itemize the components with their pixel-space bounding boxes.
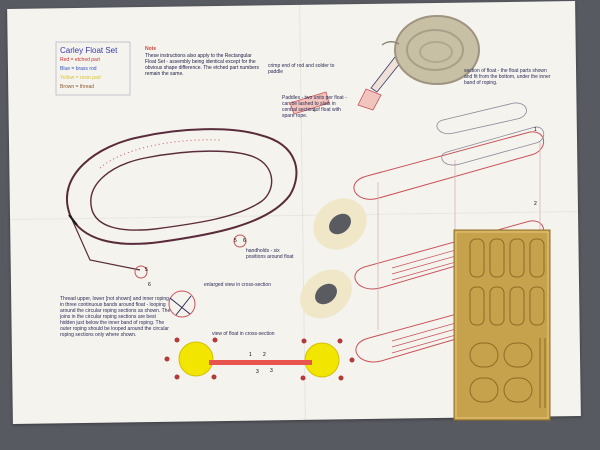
pointer-arrow: [68, 214, 78, 226]
part-number: 4: [313, 108, 316, 114]
resin-hole-bottom: [315, 283, 337, 305]
part-number: 6: [243, 238, 246, 244]
exploded-top: [353, 131, 545, 200]
thread-ring: [419, 41, 453, 63]
cross-dot: [300, 375, 306, 381]
detail-circle-left: [134, 265, 148, 279]
part-number: 1: [249, 352, 252, 358]
part-number: 3: [256, 369, 259, 375]
note-body: These instructions also apply to the Rec…: [145, 53, 260, 77]
part-number: 2: [534, 201, 537, 207]
float-rope: [69, 214, 141, 271]
cross-section-bar: [209, 360, 312, 365]
cross-dot: [349, 357, 355, 363]
paddles-note: Paddles - two units per float - can be l…: [282, 95, 347, 119]
float-outline: [66, 128, 298, 245]
part-number: 5: [145, 267, 148, 273]
float-part-upper: [441, 126, 545, 166]
rod-holder: [357, 88, 382, 111]
brass-fret: [453, 229, 551, 421]
thread-instructions: Thread upper, lower [not shown] and inne…: [60, 296, 171, 338]
legend-yellow: Yellow = resin part: [60, 75, 101, 81]
float-part-top: [436, 102, 527, 135]
detail-circle-right: [233, 234, 247, 248]
thread-coil: [381, 15, 480, 85]
legend-red: Red = etched part: [60, 57, 100, 63]
cross-dot: [337, 338, 343, 344]
float-inner: [90, 150, 273, 231]
part-number: 3: [270, 368, 273, 374]
thread-end: [381, 41, 400, 46]
part-number: 1: [534, 127, 537, 133]
cross-dot: [212, 337, 218, 343]
enlarged-cross: [169, 295, 192, 316]
part-number: 6: [148, 282, 151, 288]
cross-dot: [301, 338, 307, 344]
cross-dot: [338, 375, 344, 381]
handholds-note: handholds - six positions around float: [246, 248, 294, 260]
cross-dot: [174, 374, 180, 380]
cross-dot: [211, 374, 217, 380]
paddle-blade: [289, 91, 330, 115]
float-stitch: [99, 139, 221, 169]
view-note: view of float in cross-section: [212, 331, 275, 337]
fret-border: [455, 231, 549, 419]
cross-section-drawing: [164, 337, 355, 381]
rod: [370, 56, 402, 93]
part-number: 2: [263, 352, 266, 358]
enlarged-note: enlarged view in cross-section: [204, 282, 271, 288]
legend-box: [55, 41, 131, 96]
legend-brown: Brown = thread: [60, 84, 95, 90]
fret-parts: [469, 238, 546, 408]
section-note: section of float - the float parts shown…: [464, 68, 551, 86]
float-drawing: [66, 128, 298, 318]
thread-ring: [406, 29, 464, 71]
float-cross-left: [178, 341, 214, 377]
resin-hole-top: [329, 213, 351, 235]
legend-blue: Blue = brass rod: [60, 66, 97, 72]
sheet-title: Carley Float Set: [60, 46, 118, 55]
cross-dot: [174, 337, 180, 343]
crimp-note: crimp end of rod and solder to paddle: [268, 63, 335, 75]
note-heading: Note: [145, 46, 157, 52]
part-number: 5: [234, 238, 237, 244]
cross-dot: [164, 356, 170, 362]
thread-outer: [394, 15, 480, 85]
resin-parts: [300, 198, 367, 319]
enlarged-circle: [168, 290, 196, 318]
